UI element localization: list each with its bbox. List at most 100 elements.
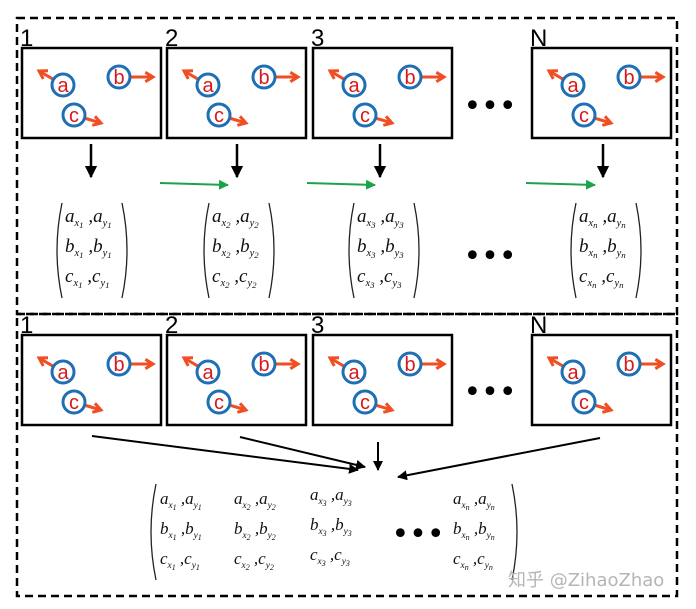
object-label: c [360,392,370,414]
right-paren [268,202,275,299]
motion-arrow-head [289,71,301,83]
frame-number: 2 [165,312,178,339]
right-paren [511,483,518,581]
vector-entry: cx2 ,cy2 [212,266,257,290]
object-circle [195,359,221,385]
object-circle [206,102,232,128]
object-label: a [567,362,579,384]
motion-arrow-head [36,356,49,367]
object-label: b [623,67,634,89]
object-circle [61,102,87,128]
frame-number: N [530,25,547,52]
frame-box [20,333,163,427]
vector-entry: bxn ,byn [453,519,495,542]
vector-entry: bx2 ,by2 [234,519,276,542]
right-paren [413,202,420,299]
bottom-frames-ellipsis: ••• [463,375,516,410]
vector-entry: cx2 ,cy2 [234,549,274,572]
bottom-panel-border [15,312,679,598]
motion-arrow-head [435,358,447,370]
temporal-arrow [306,179,376,190]
motion-arrow-head [181,69,194,80]
matrix-ellipsis: ••• [391,517,444,552]
motion-arrow-head [91,402,104,414]
right-paren [121,202,128,299]
vector-entry: bx3 ,by3 [310,515,352,538]
object-circle [106,64,132,90]
vector-entry: axn ,ayn [579,206,626,230]
temporal-arrow [525,179,596,190]
frame-number: N [530,312,547,339]
motion-arrow-head [382,115,395,127]
object-label: a [567,75,579,97]
temporal-arrow [159,179,229,190]
object-label: a [202,362,214,384]
left-paren [203,202,210,299]
object-circle [571,102,597,128]
vector-entry: ax1 ,ay1 [65,206,112,230]
object-circle [50,72,76,98]
motion-arrow-head [181,356,194,367]
top-arrows [84,144,610,190]
vector-entry: ax3 ,ay3 [310,485,352,508]
object-label: c [579,392,589,414]
object-label: b [113,354,124,376]
motion-arrow-head [546,69,559,80]
object-circle [571,389,597,415]
frame-number: 2 [165,25,178,52]
object-circle [61,389,87,415]
vector-entry: cxn ,cyn [579,266,624,290]
object-circle [106,351,132,377]
object-circle [397,351,423,377]
vector-entry: axn ,ayn [453,489,495,512]
object-label: a [348,75,360,97]
object-circle [341,72,367,98]
object-circle [560,359,586,385]
vector-entry: bx1 ,by1 [160,519,202,542]
frame-box [165,46,308,140]
object-label: c [579,105,589,127]
vector-entry: ax2 ,ay2 [212,206,259,230]
motion-arrow-head [289,358,301,370]
left-paren [56,202,63,299]
object-circle [251,64,277,90]
left-paren [150,483,157,581]
motion-arrow-head [144,71,156,83]
motion-arrow-head [236,115,249,127]
motion-arrow-head [601,115,614,127]
vector-entry: cx3 ,cy3 [357,266,402,290]
object-label: b [258,67,269,89]
merge-arrow [91,435,359,474]
left-paren [570,202,577,299]
matrix-column: ax2 ,ay2 bx2 ,by2 cx2 ,cy2 [234,489,276,572]
video-frame: Na b c [530,25,673,140]
frame-number: 3 [311,25,324,52]
motion-arrow-head [91,115,104,127]
object-label: b [623,354,634,376]
motion-arrow-head [327,69,340,80]
vector-entry: ax3 ,ay3 [357,206,404,230]
vector-entry: bx1 ,by1 [65,236,112,260]
top-panel-border [15,16,679,316]
frame-number: 3 [311,312,324,339]
frame-box [530,46,673,140]
motion-arrow-head [601,402,614,414]
right-paren [635,202,642,299]
motion-arrow-head [382,402,395,414]
state-vector: ax3 ,ay3 bx3 ,by3 cx3 ,cy3 [348,202,420,299]
vector-entry: bx3 ,by3 [357,236,404,260]
motion-arrow-head [144,358,156,370]
frame-box [530,333,673,427]
vector-entry: ax2 ,ay2 [234,489,276,512]
motion-arrow-head [327,356,340,367]
motion-arrow-head [36,69,49,80]
object-circle [352,389,378,415]
object-label: c [214,105,224,127]
left-paren [348,202,355,299]
